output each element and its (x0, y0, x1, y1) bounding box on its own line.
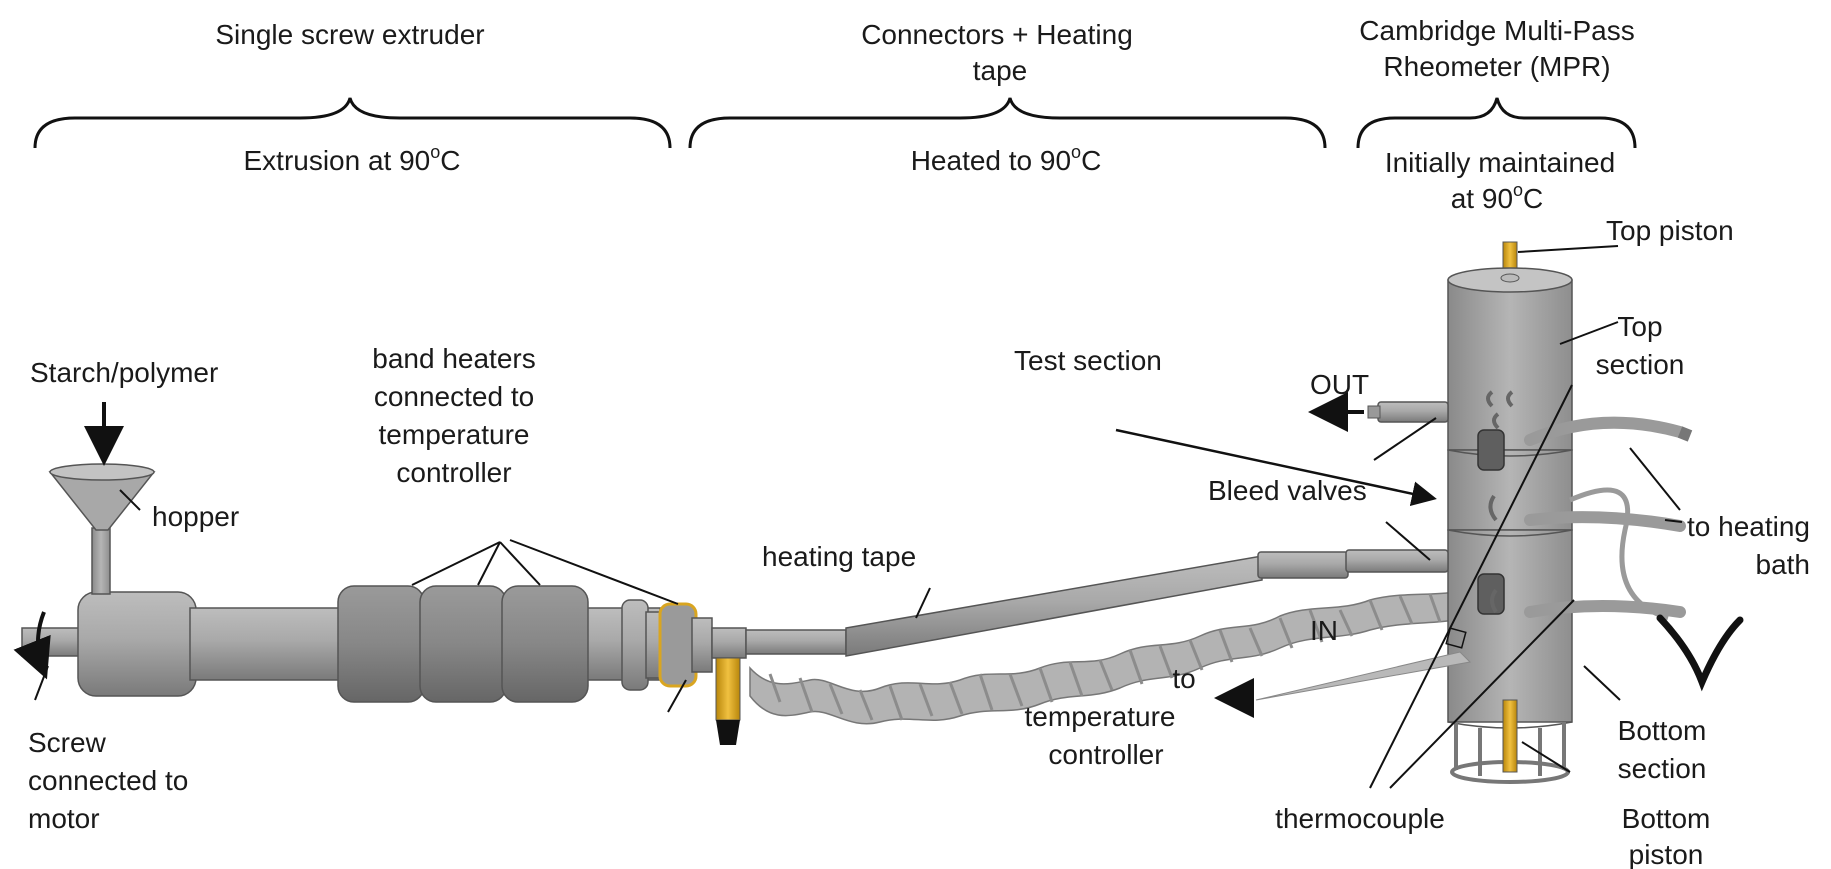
brace-connectors (688, 97, 1327, 149)
heating-bath-hose-mid (1524, 511, 1686, 532)
drive-housing (77, 591, 197, 697)
label-band-heaters-2: connected to (374, 381, 534, 412)
bottom-cage (1450, 722, 1570, 784)
label-screw-1: Screw (28, 727, 107, 758)
out-port-fitting (1377, 401, 1449, 423)
label-to-controller-2: temperature (1025, 701, 1176, 732)
transducer-stem (715, 657, 741, 721)
band-heater-3 (501, 585, 589, 703)
label-bottom-piston-2: piston (1629, 839, 1704, 869)
heating-bath-hose-low (1524, 600, 1686, 618)
leader-lines (34, 245, 1683, 789)
extruder-title: Single screw extruder (215, 19, 484, 50)
bottom-piston-rod (1502, 699, 1518, 773)
bleed-valve-upper (1477, 429, 1505, 471)
label-bottom-piston-1: Bottom (1622, 803, 1711, 834)
transducer-body (711, 627, 747, 659)
label-starch-polymer: Starch/polymer (30, 357, 218, 388)
label-to-heating-bath-2: bath (1756, 549, 1811, 580)
mpr-title-2: Rheometer (MPR) (1383, 51, 1610, 82)
mpr-condition-2: at 90oC (1451, 180, 1544, 214)
label-to-controller-1: to (1172, 663, 1195, 694)
band-heater-1 (337, 585, 425, 703)
heating-bath-hose-top (1524, 416, 1686, 446)
controller-wire (1255, 651, 1472, 701)
label-top-section-1: Top (1617, 311, 1662, 342)
label-in: IN (1310, 615, 1338, 646)
mpr-title-1: Cambridge Multi-Pass (1359, 15, 1634, 46)
connector-pipe (745, 551, 1349, 657)
test-section-arrow-icon (1115, 428, 1437, 507)
screw-shaft (21, 627, 83, 657)
label-to-heating-bath-1: to heating (1687, 511, 1810, 542)
label-top-section-2: section (1596, 349, 1685, 380)
extruder (13, 402, 747, 745)
label-screw-2: connected to (28, 765, 188, 796)
top-section-body (1447, 279, 1573, 451)
band-heater-2 (419, 585, 507, 703)
label-heating-tape: heating tape (762, 541, 916, 572)
label-band-heaters-3: temperature (379, 419, 530, 450)
label-bottom-section-2: section (1618, 753, 1707, 784)
brass-seal-ring (658, 602, 698, 688)
temperature-lead (1656, 614, 1744, 692)
connectors-title-2: tape (973, 55, 1028, 86)
bleed-valve-lower (1477, 573, 1505, 615)
label-top-piston: Top piston (1606, 215, 1734, 246)
label-screw-3: motor (28, 803, 100, 834)
brace-extruder (33, 97, 672, 149)
rotation-arrow-icon (13, 611, 51, 680)
label-thermocouple: thermocouple (1275, 803, 1445, 834)
extruder-condition: Extrusion at 90oC (243, 142, 460, 176)
hopper-stem (91, 527, 111, 595)
connectors-title-1: Connectors + Heating (861, 19, 1133, 50)
connectors-condition: Heated to 90oC (911, 142, 1102, 176)
bottom-section-body (1447, 529, 1573, 723)
in-port-fitting (1345, 549, 1449, 573)
mpr-condition-1: Initially maintained (1385, 147, 1615, 178)
label-band-heaters-1: band heaters (372, 343, 535, 374)
transducer-tip (716, 720, 740, 745)
label-hopper: hopper (152, 501, 239, 532)
label-bleed-valves: Bleed valves (1208, 475, 1367, 506)
test-section-body (1447, 449, 1573, 531)
die-flange (621, 599, 649, 691)
label-test-section: Test section (1014, 345, 1162, 376)
label-bottom-section-1: Bottom (1618, 715, 1707, 746)
label-to-controller-3: controller (1048, 739, 1163, 770)
brace-mpr (1356, 97, 1637, 149)
label-out: OUT (1310, 369, 1369, 400)
mpr (1255, 241, 1744, 784)
label-band-heaters-4: controller (396, 457, 511, 488)
